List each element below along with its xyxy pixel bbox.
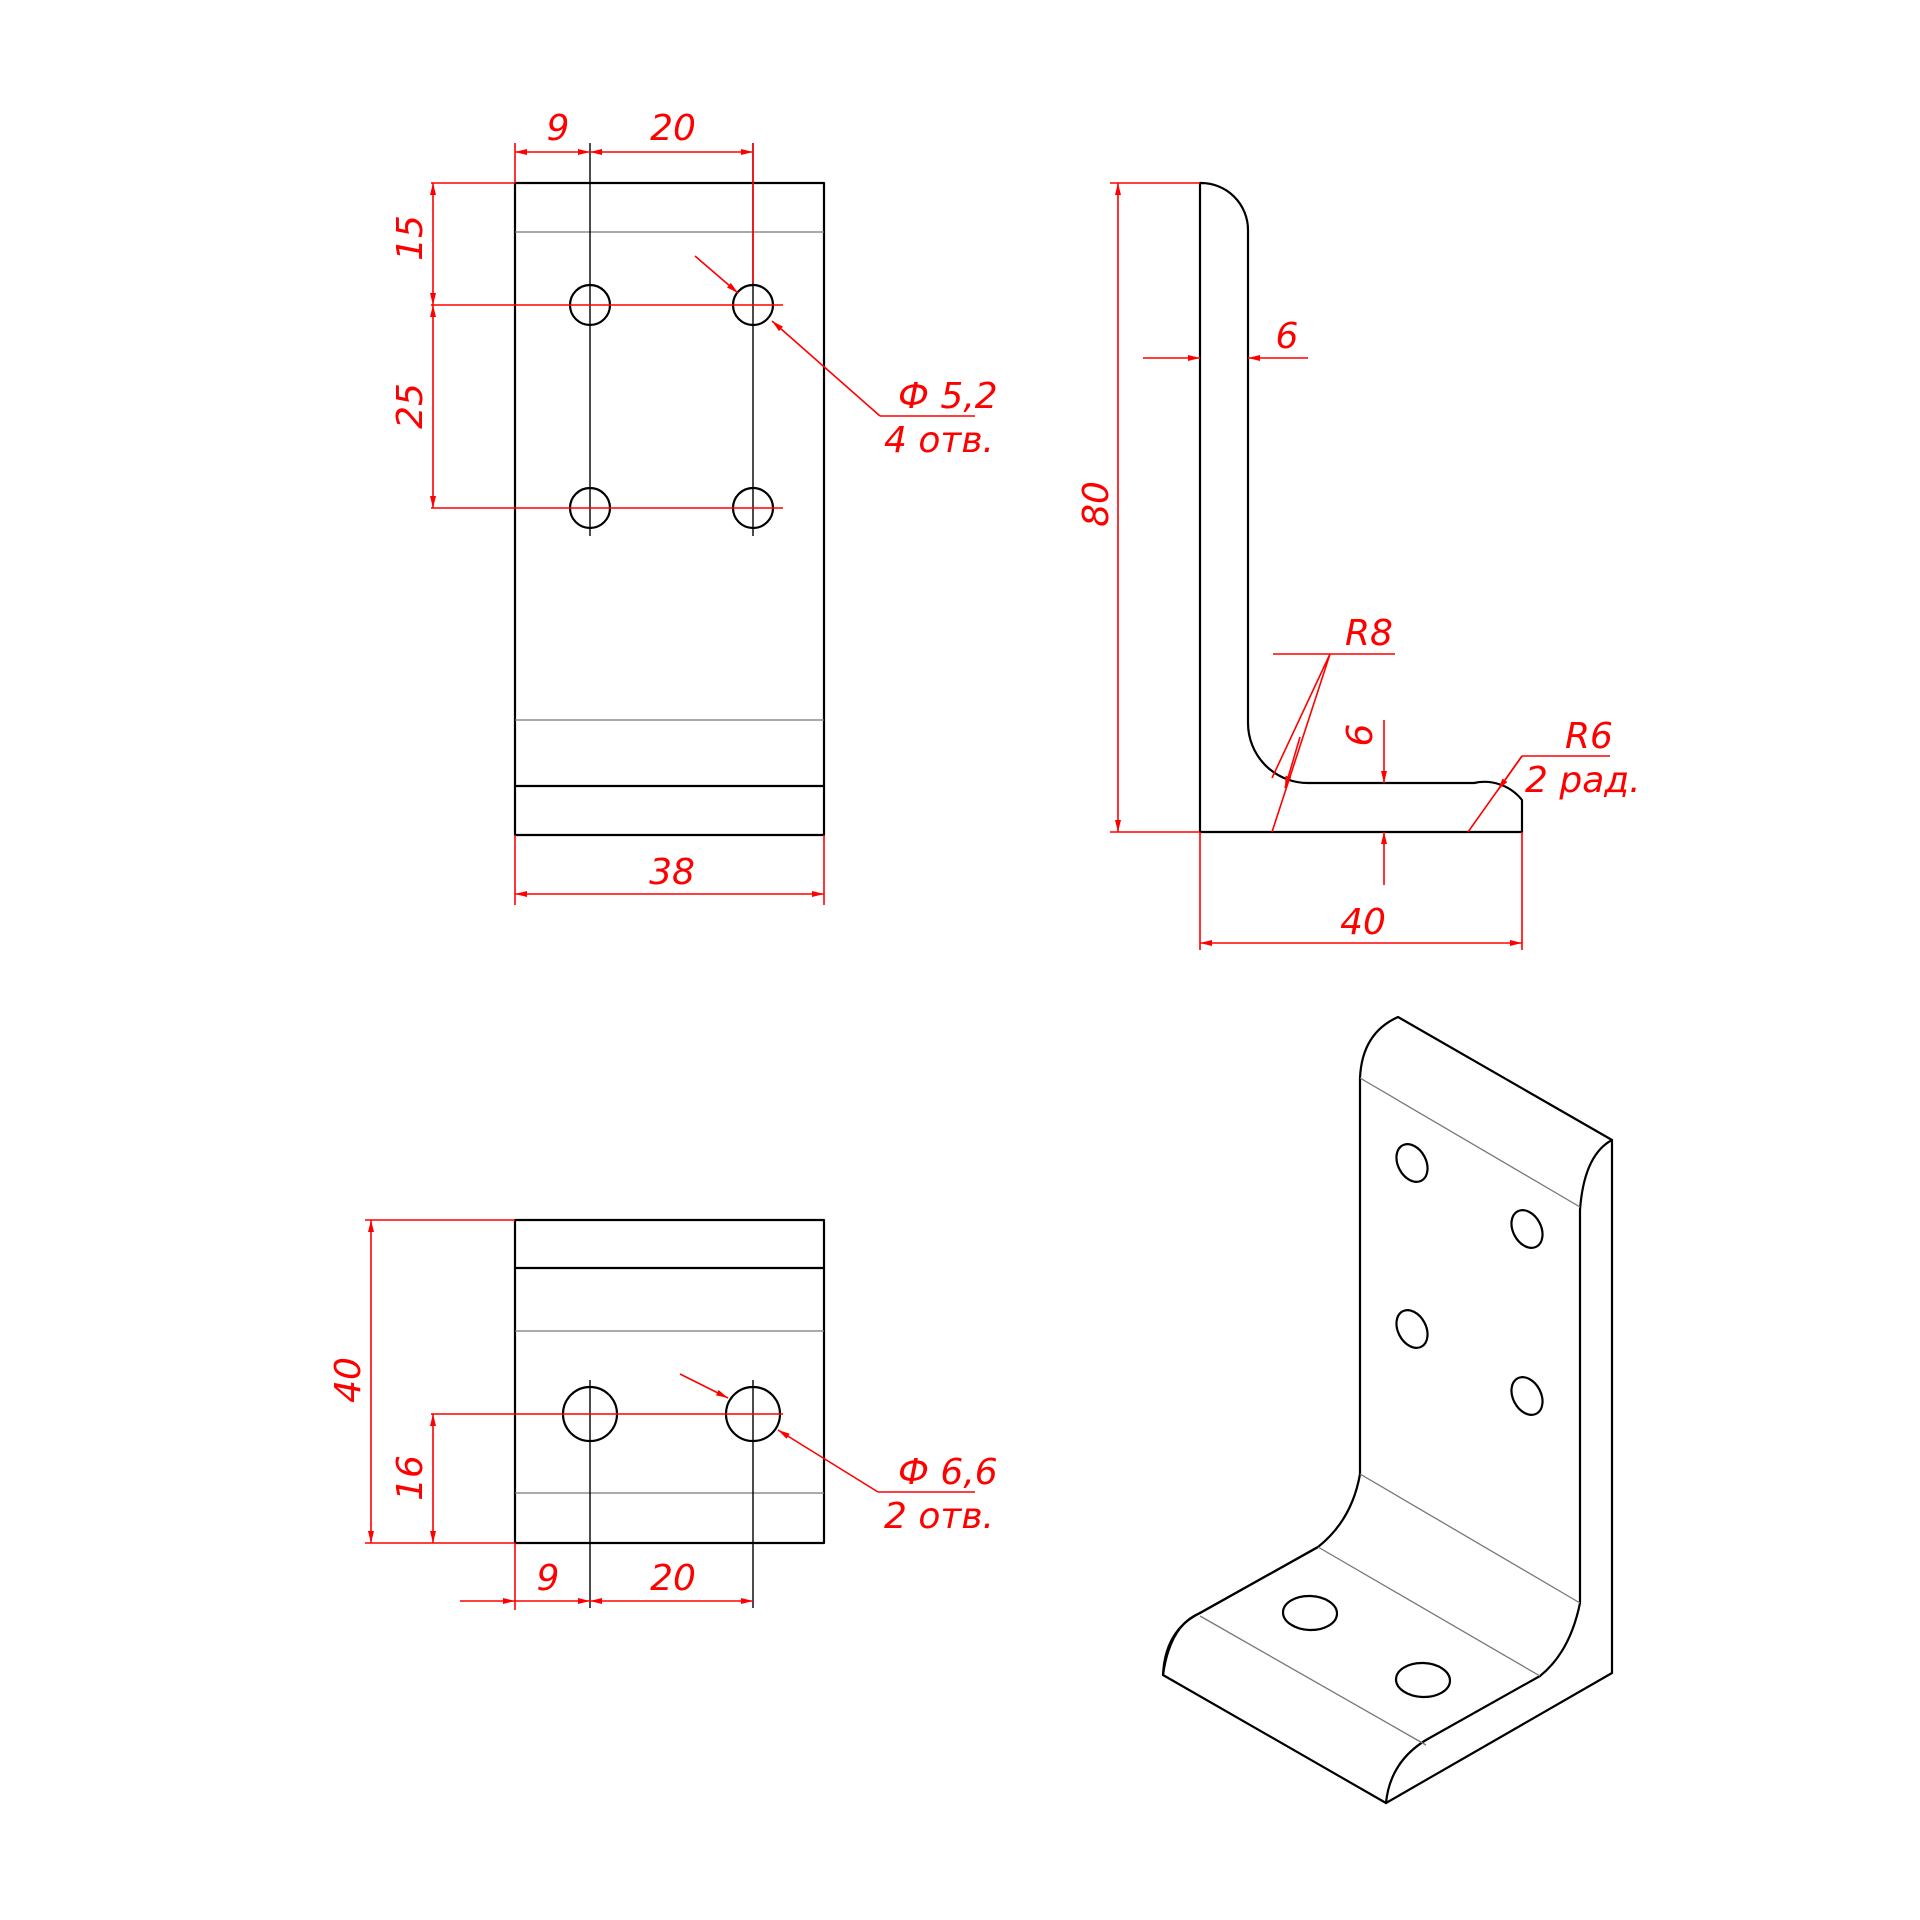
iso-holes-vertical [1395, 1143, 1544, 1416]
hole [1510, 1209, 1544, 1249]
front-view-outline [513, 181, 826, 837]
dim-label-outer-radius: R6 [1565, 716, 1613, 757]
hole [1281, 1594, 1339, 1632]
dim-label-38: 38 [649, 852, 695, 893]
iso-holes-horizontal [1281, 1594, 1452, 1699]
dim-label-9-top: 9 [537, 1558, 560, 1599]
top-view-centerlines [431, 1380, 783, 1608]
dim-label-inner-radius: R8 [1345, 613, 1393, 654]
hole-diameter-label: Ф 5,2 [898, 376, 998, 417]
dim-label-thickness-horizontal: 6 [1340, 724, 1381, 747]
top-hole-count-label: 2 отв. [884, 1496, 994, 1537]
isometric-view [1161, 1015, 1614, 1805]
hole [1510, 1376, 1544, 1416]
side-view: 80 6 R8 6 R6 2 рад. 40 [1076, 181, 1641, 950]
dim-label-depth: 40 [328, 1357, 369, 1403]
iso-horizontal-plate [1198, 1545, 1320, 1615]
dim-label-9: 9 [547, 108, 570, 149]
dim-label-20-top: 20 [650, 1558, 696, 1599]
dim-label-16: 16 [390, 1455, 431, 1501]
dim-label-20: 20 [650, 108, 696, 149]
hole-count-label: 4 отв. [884, 420, 994, 461]
top-view: 40 16 9 20 Ф 6,6 2 отв. [328, 1218, 998, 1610]
dim-label-25: 25 [390, 383, 431, 429]
dim-label-80: 80 [1076, 481, 1117, 527]
top-hole-diameter-label: Ф 6,6 [898, 1452, 998, 1493]
dim-label-15: 15 [390, 215, 431, 261]
dim-label-radius-count: 2 рад. [1525, 760, 1641, 801]
iso-vertical-plate [1358, 1015, 1614, 1678]
hole [1394, 1661, 1452, 1699]
front-view-holes [568, 283, 775, 530]
hole [1395, 1143, 1429, 1183]
dim-label-length: 40 [1340, 902, 1386, 943]
hole [1395, 1309, 1429, 1349]
front-view-centerlines [431, 143, 783, 536]
front-view: 9 20 15 25 38 Ф 5,2 4 отв. [390, 108, 998, 905]
dim-label-thickness-vertical: 6 [1276, 316, 1299, 357]
top-view-outline [513, 1218, 826, 1545]
